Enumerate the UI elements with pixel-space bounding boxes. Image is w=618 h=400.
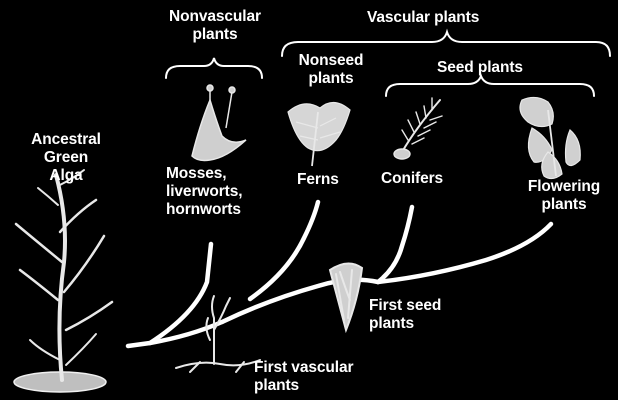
seed-plants-label: Seed plants <box>437 59 523 77</box>
ferns-label: Ferns <box>297 171 339 189</box>
alga-illustration <box>14 170 112 392</box>
nonseed-plants-label: Nonseed plants <box>292 52 370 88</box>
flowering-illustration <box>520 97 580 178</box>
ancestral-green-alga-label: Ancestral Green Alga <box>22 131 110 185</box>
conifers-label: Conifers <box>381 170 443 188</box>
first-seed-illustration <box>330 263 362 330</box>
branch-ferns <box>250 202 318 299</box>
mosses-liverworts-hornworts-label: Mosses, liverworts, hornworts <box>166 165 242 219</box>
first-seed-plants-label: First seed plants <box>369 297 441 333</box>
nonvascular-plants-label: Nonvascular plants <box>157 8 273 44</box>
seed-brace <box>386 76 594 96</box>
nonvascular-brace <box>166 58 262 78</box>
branch-conifers <box>378 207 412 282</box>
fern-illustration <box>288 102 350 166</box>
first-vascular-plants-label: First vascular plants <box>254 359 353 395</box>
conifer-illustration <box>394 98 442 159</box>
moss-illustration <box>192 85 246 161</box>
vascular-plants-label: Vascular plants <box>367 9 479 27</box>
flowering-plants-label: Flowering plants <box>516 178 612 214</box>
